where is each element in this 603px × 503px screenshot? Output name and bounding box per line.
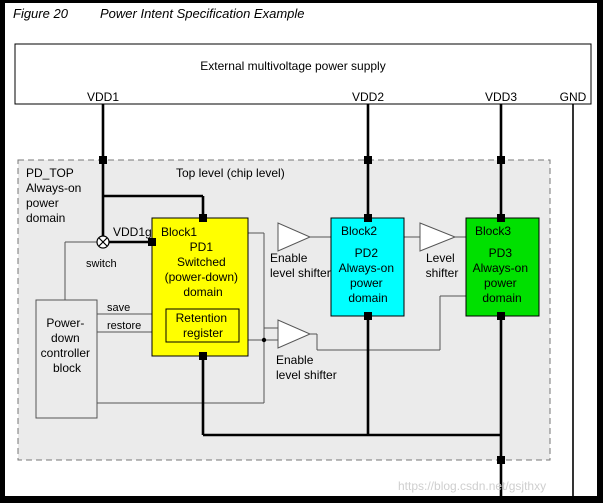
- switch-label: switch: [86, 258, 117, 270]
- save-label: save: [107, 302, 130, 314]
- vdd1g-label: VDD1g: [113, 225, 152, 239]
- pins: [99, 156, 505, 464]
- figure-title: Power Intent Specification Example: [100, 6, 305, 21]
- junction-dot: [261, 337, 267, 343]
- block2-name: Block2: [341, 224, 377, 238]
- top-level-label: Top level (chip level): [176, 166, 285, 180]
- restore-label: restore: [107, 320, 141, 332]
- rail-vdd1-label: VDD1: [87, 90, 119, 104]
- rail-vdd2-label: VDD2: [352, 90, 384, 104]
- retention-register: [165, 308, 240, 343]
- enable-level-shifter-top: [277, 222, 312, 252]
- block1-label: PD1 Switched (power-down) domain: [165, 240, 242, 299]
- signal-wires: [64, 232, 466, 404]
- supply-title: External multivoltage power supply: [200, 59, 385, 73]
- figure-number: Figure 20: [13, 6, 68, 21]
- block3-label: PD3 Always-on power domain: [473, 246, 532, 305]
- block3-name: Block3: [475, 224, 511, 238]
- controller-label: Power- down controller block: [41, 316, 94, 375]
- block3-pd3: [465, 217, 540, 317]
- block1-name: Block1: [161, 225, 197, 239]
- rail-vdd3-label: VDD3: [485, 90, 517, 104]
- level-shifter: [419, 222, 457, 252]
- pd-top-region: [17, 159, 551, 461]
- controller-block: [35, 299, 98, 419]
- block2-pd2: [330, 217, 405, 317]
- level-shifter-label: Level shifter: [426, 251, 459, 280]
- pd-top-label: PD_TOP Always-on power domain: [26, 166, 85, 225]
- rail-gnd-label: GND: [560, 90, 587, 104]
- block2-label: PD2 Always-on power domain: [339, 246, 398, 305]
- enable-level-shifter-bottom: [277, 319, 312, 349]
- external-supply-box: [14, 43, 592, 105]
- watermark: https://blog.csdn.net/gsjthxy: [398, 479, 546, 493]
- enable-ls-top-label: Enable level shifter: [270, 251, 331, 280]
- enable-ls-bottom-label: Enable level shifter: [276, 353, 337, 382]
- power-wires: [101, 104, 503, 496]
- retention-label: Retention register: [176, 311, 231, 340]
